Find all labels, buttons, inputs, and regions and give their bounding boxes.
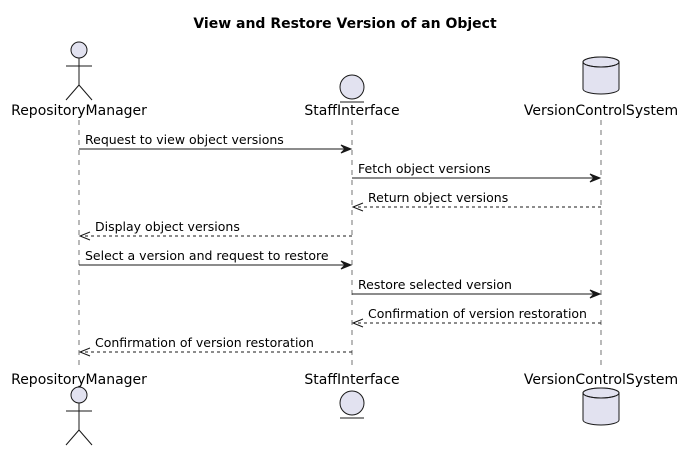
participant-label-top-rm: RepositoryManager xyxy=(11,103,147,119)
message-3: Return object versions xyxy=(351,190,601,212)
top-vcs-database-icon xyxy=(582,56,620,95)
message-label: Confirmation of version restoration xyxy=(368,306,587,321)
message-5: Select a version and request to restore xyxy=(79,248,353,270)
open-arrowhead-icon xyxy=(78,347,91,357)
diagram-title: View and Restore Version of an Object xyxy=(193,16,497,32)
participant-label-top-vcs: VersionControlSystem xyxy=(524,103,678,119)
message-label: Return object versions xyxy=(368,190,508,205)
participant-label-bottom-rm: RepositoryManager xyxy=(11,372,147,388)
open-arrowhead-icon xyxy=(78,231,91,241)
participant-heads-top: RepositoryManager StaffInterface VersionCo… xyxy=(11,41,678,119)
participant-label-bottom-vcs: VersionControlSystem xyxy=(524,372,678,388)
message-label: Restore selected version xyxy=(358,277,512,292)
message-6: Restore selected version xyxy=(352,277,602,299)
message-label: Request to view object versions xyxy=(85,132,284,147)
participant-heads-bottom: RepositoryManager StaffInterface VersionCo… xyxy=(11,372,678,446)
message-7: Confirmation of version restoration xyxy=(351,306,601,328)
message-label: Display object versions xyxy=(95,219,240,234)
message-1: Request to view object versions xyxy=(79,132,353,154)
filled-arrowhead-icon xyxy=(589,173,602,183)
participant-label-bottom-si: StaffInterface xyxy=(304,372,399,388)
message-label: Confirmation of version restoration xyxy=(95,335,314,350)
message-label: Select a version and request to restore xyxy=(85,248,329,263)
top-si-entity-icon xyxy=(339,74,365,103)
filled-arrowhead-icon xyxy=(589,289,602,299)
bottom-vcs-database-icon xyxy=(582,387,620,426)
open-arrowhead-icon xyxy=(351,318,364,328)
open-arrowhead-icon xyxy=(351,202,364,212)
participant-label-top-si: StaffInterface xyxy=(304,103,399,119)
top-rm-actor-stick-figure-icon xyxy=(65,41,93,101)
lifelines xyxy=(78,120,602,369)
filled-arrowhead-icon xyxy=(340,144,353,154)
message-2: Fetch object versions xyxy=(352,161,602,183)
bottom-rm-actor-stick-figure-icon xyxy=(65,386,93,446)
message-label: Fetch object versions xyxy=(358,161,491,176)
filled-arrowhead-icon xyxy=(340,260,353,270)
bottom-si-entity-icon xyxy=(339,390,365,419)
message-8: Confirmation of version restoration xyxy=(78,335,352,357)
message-4: Display object versions xyxy=(78,219,352,241)
